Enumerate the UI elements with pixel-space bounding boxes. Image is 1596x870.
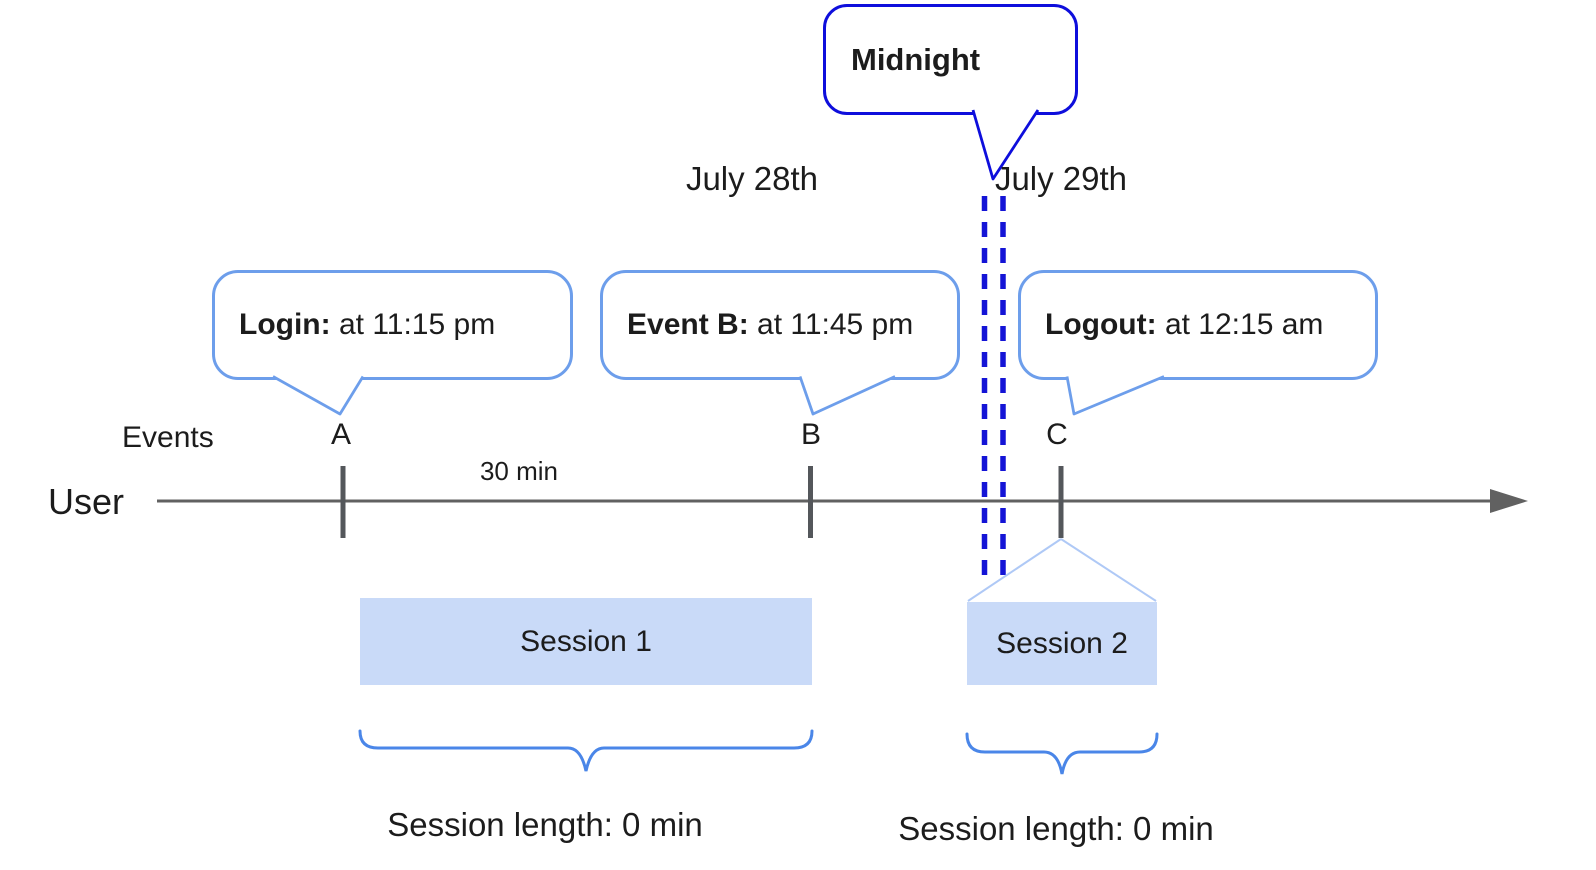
- timeline-arrowhead: [1490, 489, 1528, 513]
- session-2-brace: [965, 732, 1159, 775]
- session-1-length-label: Session length: 0 min: [387, 806, 703, 843]
- login-callout-bubble: Login: at 11:15 pm: [212, 270, 573, 380]
- logout-bubble-tail: [1065, 375, 1165, 416]
- session-1-box: Session 1: [360, 598, 812, 685]
- events-row-label: Events: [122, 421, 214, 454]
- login-bubble-tail: [272, 375, 365, 416]
- date-label-july-28: July 28th: [685, 160, 819, 197]
- session-2-length-label: Session length: 0 min: [898, 810, 1214, 847]
- midnight-label: Midnight: [851, 41, 981, 77]
- logout-bubble-detail: at 12:15 am: [1156, 308, 1324, 341]
- event-marker-b: B: [800, 418, 822, 451]
- midnight-callout-bubble: Midnight: [823, 4, 1078, 115]
- user-axis-label: User: [48, 481, 125, 522]
- event-marker-a: A: [330, 418, 352, 451]
- event-b-callout-bubble: Event B: at 11:45 pm: [600, 270, 960, 380]
- logout-callout-bubble: Logout: at 12:15 am: [1018, 270, 1378, 380]
- event-b-bubble-detail: at 11:45 pm: [748, 308, 914, 341]
- event-b-bubble-title: Event B:: [627, 308, 749, 341]
- logout-bubble-title: Logout:: [1045, 308, 1157, 341]
- session-2-funnel-line-left: [967, 538, 1062, 602]
- date-label-july-29: July 29th: [994, 160, 1128, 197]
- login-bubble-detail: at 11:15 pm: [330, 308, 496, 341]
- session-2-box: Session 2: [967, 602, 1157, 685]
- event-marker-c: C: [1046, 418, 1068, 451]
- session-1-label: Session 1: [520, 624, 652, 658]
- session-2-label: Session 2: [996, 626, 1128, 660]
- interval-30min-label: 30 min: [479, 456, 559, 486]
- login-bubble-title: Login:: [239, 308, 331, 341]
- session-2-funnel-line-right: [1060, 538, 1157, 602]
- event-b-bubble-tail: [798, 375, 896, 416]
- session-1-brace: [358, 729, 814, 772]
